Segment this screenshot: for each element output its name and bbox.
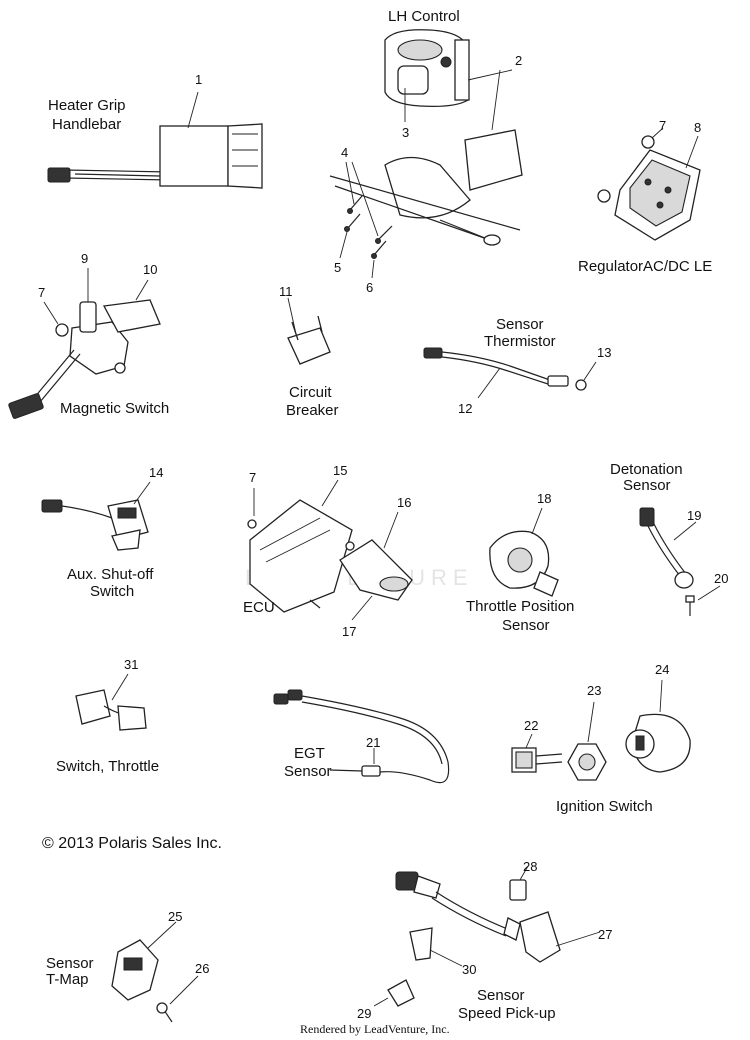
label-heater-grip-line1: Heater Grip	[48, 97, 126, 114]
label-aux-shutoff-line1: Aux. Shut-off	[67, 566, 154, 583]
aux-shutoff-switch-part[interactable]	[41, 481, 151, 551]
label-ecu: ECU	[243, 599, 275, 616]
label-aux-shutoff-line2: Switch	[90, 583, 135, 600]
label-ignition-switch: Ignition Switch	[556, 798, 653, 815]
label-heater-grip-line2: Handlebar	[52, 116, 122, 133]
callout-26: 26	[195, 961, 210, 976]
label-circuit-breaker-line2: Breaker	[286, 402, 339, 419]
callout-15: 15	[333, 463, 348, 478]
detonation-sensor-part[interactable]	[639, 507, 721, 616]
callout-9: 9	[81, 251, 89, 266]
circuit-breaker-part[interactable]	[287, 297, 331, 365]
callout-7-magnetic: 7	[38, 285, 46, 300]
heater-grip-part[interactable]	[47, 91, 263, 189]
egt-sensor-part[interactable]	[273, 689, 450, 784]
throttle-position-sensor-part[interactable]	[489, 507, 559, 597]
callout-7-ecu: 7	[249, 470, 257, 485]
lh-control-part[interactable]	[329, 29, 523, 246]
callout-20: 20	[714, 571, 729, 586]
sensor-tmap-part[interactable]	[111, 921, 199, 1023]
label-circuit-breaker-line1: Circuit	[289, 384, 332, 401]
label-egt-line1: EGT	[294, 745, 325, 762]
label-speed-pickup-line2: Speed Pick-up	[458, 1005, 556, 1022]
callout-22: 22	[524, 718, 539, 733]
label-sensor-thermistor-line1: Sensor	[496, 316, 544, 333]
callout-7-regulator: 7	[659, 118, 667, 133]
callout-3: 3	[402, 125, 410, 140]
label-magnetic-switch: Magnetic Switch	[60, 400, 170, 417]
callout-5: 5	[334, 260, 342, 275]
callout-4: 4	[341, 145, 349, 160]
copyright-notice: © 2013 Polaris Sales Inc.	[42, 835, 222, 852]
regulator-part[interactable]	[597, 127, 701, 241]
label-lh-control: LH Control	[388, 8, 460, 25]
callout-13: 13	[597, 345, 612, 360]
label-sensor-tmap-line1: Sensor	[46, 955, 94, 972]
label-detonation-line2: Sensor	[623, 477, 671, 494]
sensor-thermistor-part[interactable]	[423, 347, 597, 399]
callout-11: 11	[279, 284, 293, 299]
throttle-switch-part[interactable]	[75, 673, 147, 731]
callout-23: 23	[587, 683, 602, 698]
callout-28: 28	[523, 859, 538, 874]
callout-10: 10	[143, 262, 158, 277]
sensor-speed-pickup-part[interactable]	[373, 865, 601, 1007]
callout-6: 6	[366, 280, 374, 295]
callout-29: 29	[357, 1006, 372, 1021]
ecu-part[interactable]	[247, 479, 413, 621]
callout-18: 18	[537, 491, 552, 506]
callout-14: 14	[149, 465, 164, 480]
callout-27: 27	[598, 927, 613, 942]
callout-16: 16	[397, 495, 412, 510]
callout-31: 31	[124, 657, 139, 672]
label-egt-line2: Sensor	[284, 763, 332, 780]
callout-30: 30	[462, 962, 477, 977]
callout-25: 25	[168, 909, 183, 924]
label-tps-line1: Throttle Position	[466, 598, 575, 615]
callout-21: 21	[366, 735, 381, 750]
label-sensor-tmap-line2: T-Map	[46, 971, 89, 988]
callout-2: 2	[515, 53, 523, 68]
callout-19: 19	[687, 508, 702, 523]
callout-12: 12	[458, 401, 473, 416]
screws-4-5-6[interactable]	[339, 161, 393, 279]
label-tps-line2: Sensor	[502, 617, 550, 634]
callout-1: 1	[195, 72, 203, 87]
label-speed-pickup-line1: Sensor	[477, 987, 525, 1004]
callout-17: 17	[342, 624, 357, 639]
label-detonation-line1: Detonation	[610, 461, 683, 478]
magnetic-switch-part[interactable]	[8, 268, 161, 419]
ignition-switch-part[interactable]	[511, 679, 691, 781]
label-switch-throttle: Switch, Throttle	[56, 758, 160, 775]
callout-8: 8	[694, 120, 702, 135]
callout-24: 24	[655, 662, 670, 677]
label-sensor-thermistor-line2: Thermistor	[484, 333, 556, 350]
label-regulator: RegulatorAC/DC LE	[578, 258, 713, 275]
rendered-by-footer: Rendered by LeadVenture, Inc.	[300, 1022, 450, 1036]
